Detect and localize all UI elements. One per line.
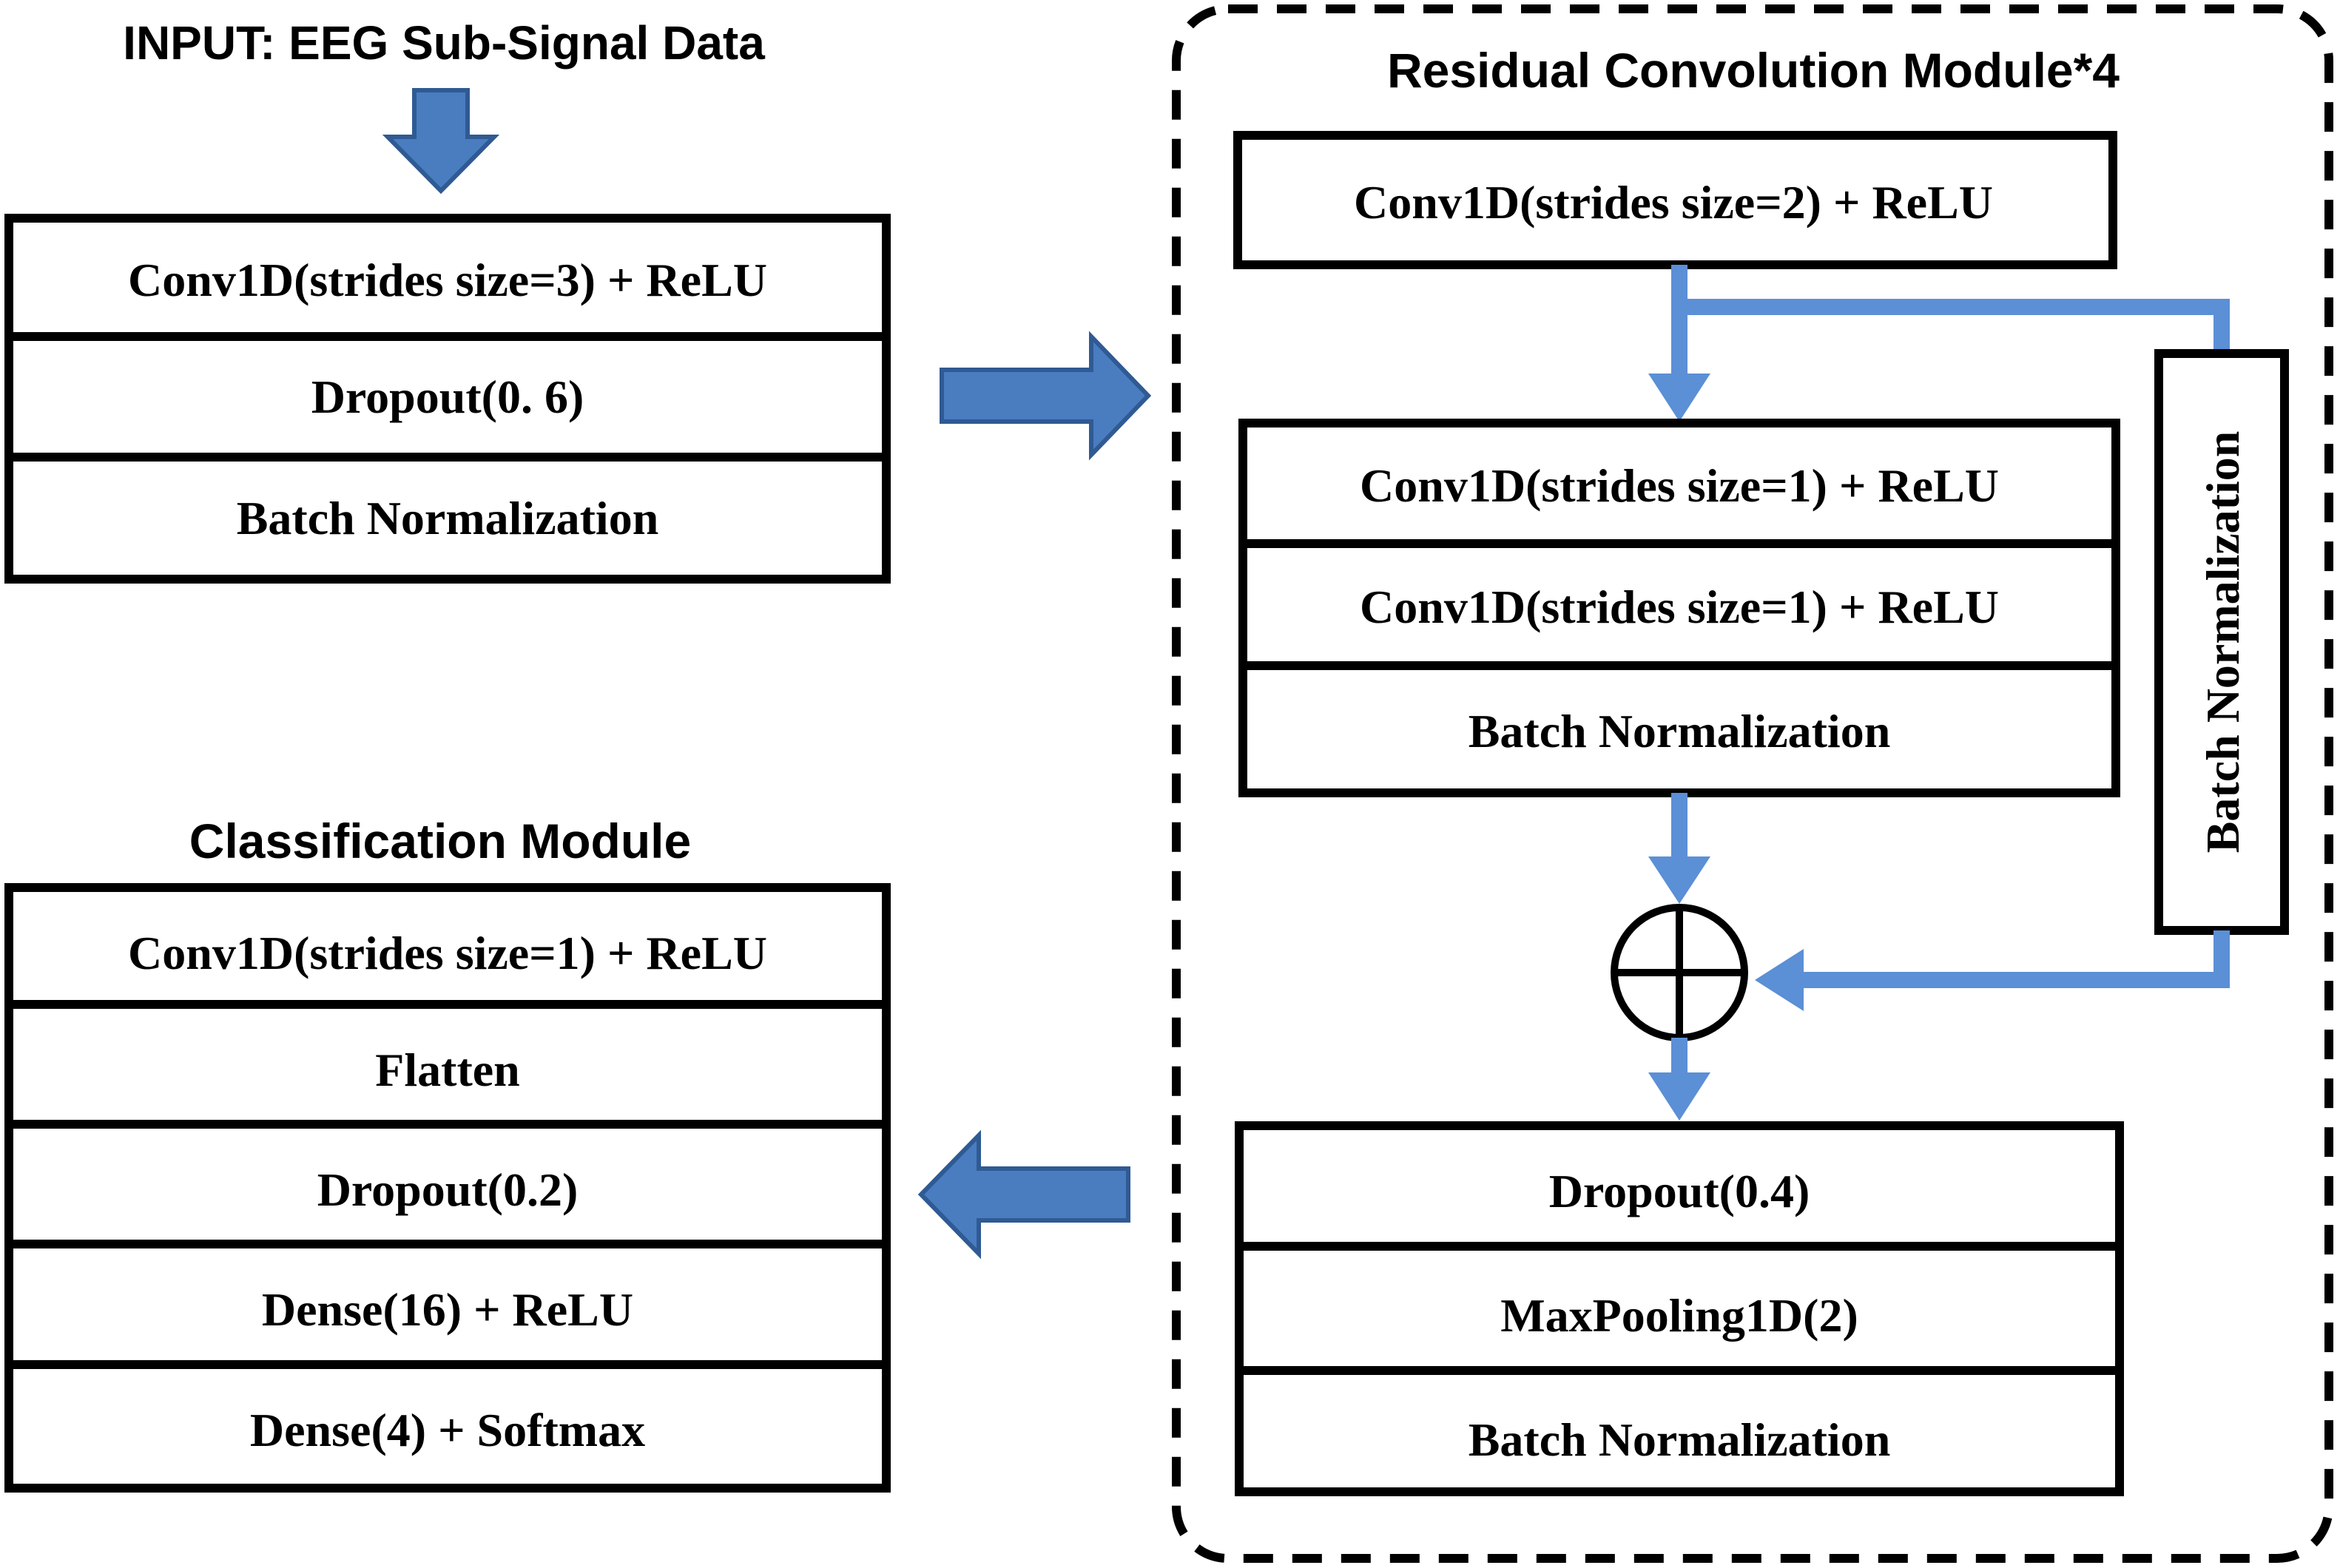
shortcut-block: Batch Normalization — [2154, 349, 2289, 935]
shortcut-batchnorm-label: Batch Normalization — [2196, 431, 2249, 854]
input-down-arrow — [382, 88, 500, 195]
residual-main-block: Conv1D(strides size=1) + ReLU Conv1D(str… — [1238, 419, 2120, 797]
shortcut-path-line-2 — [1798, 930, 2230, 988]
main-path-arrowhead-2 — [1648, 856, 1710, 904]
res-layer-maxpool: MaxPooling1D(2) — [1500, 1289, 1858, 1342]
input-layer-conv: Conv1D(strides size=3) + ReLU — [128, 254, 767, 306]
cls-layer-conv: Conv1D(strides size=1) + ReLU — [128, 927, 767, 979]
add-node-icon — [1611, 904, 1748, 1041]
res-layer-conv-b: Conv1D(strides size=1) + ReLU — [1360, 581, 1999, 633]
shortcut-path-line-1 — [1679, 299, 2230, 354]
classification-block: Conv1D(strides size=1) + ReLU Flatten Dr… — [4, 883, 891, 1493]
res-layer-final-batchnorm: Batch Normalization — [1469, 1413, 1891, 1466]
input-layer-dropout: Dropout(0. 6) — [311, 371, 584, 423]
res-layer-dropout: Dropout(0.4) — [1549, 1165, 1810, 1217]
shortcut-arrowhead — [1755, 949, 1804, 1011]
classification-title: Classification Module — [189, 814, 691, 868]
res-layer-batchnorm: Batch Normalization — [1469, 705, 1891, 757]
cls-layer-dense16: Dense(16) + ReLU — [262, 1283, 633, 1336]
residual-module-border — [1172, 4, 2333, 1563]
main-path-arrowhead-1 — [1648, 374, 1710, 422]
cls-layer-flatten: Flatten — [375, 1044, 520, 1096]
residual-bottom-block: Dropout(0.4) MaxPooling1D(2) Batch Norma… — [1235, 1121, 2124, 1496]
residual-top-block: Conv1D(strides size=2) + ReLU — [1233, 131, 2117, 269]
res-layer-conv-stride2: Conv1D(strides size=2) + ReLU — [1354, 176, 1993, 229]
input-block: Conv1D(strides size=3) + ReLU Dropout(0.… — [4, 214, 891, 584]
left-flow-arrow — [917, 1129, 1130, 1260]
input-label: INPUT: EEG Sub-Signal Data — [123, 16, 765, 70]
cls-layer-dense4: Dense(4) + Softmax — [250, 1404, 645, 1456]
res-layer-conv-a: Conv1D(strides size=1) + ReLU — [1360, 459, 1999, 512]
right-flow-arrow — [940, 331, 1152, 461]
residual-module-title: Residual Convolution Module*4 — [1387, 43, 2120, 98]
main-path-arrowhead-3 — [1648, 1072, 1710, 1121]
cls-layer-dropout: Dropout(0.2) — [317, 1163, 579, 1216]
input-layer-batchnorm: Batch Normalization — [237, 492, 659, 544]
